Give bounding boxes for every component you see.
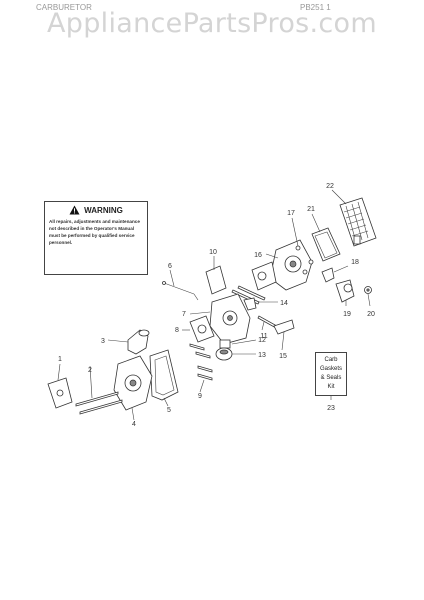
callout-17: 17 [287, 210, 295, 217]
part-6-rod[interactable] [162, 281, 199, 301]
callout-7: 7 [182, 311, 186, 318]
warning-box: WARNING All repairs, adjustments and mai… [44, 201, 148, 275]
header-left-text: CARBURETOR [36, 3, 92, 12]
callout-14: 14 [280, 300, 288, 307]
callout-8: 8 [175, 327, 179, 334]
callout-1: 1 [58, 356, 62, 363]
callout-15: 15 [279, 353, 287, 360]
part-9-bolts[interactable] [197, 365, 213, 381]
part-3-elbow[interactable] [127, 329, 150, 355]
part-8-gasket[interactable] [189, 315, 215, 343]
part-22-filter-cover[interactable] [339, 197, 377, 247]
part-10-gasket[interactable] [205, 265, 227, 295]
callout-22: 22 [326, 183, 334, 190]
callout-13: 13 [258, 352, 266, 359]
callout-6: 6 [168, 263, 172, 270]
watermark: AppliancePartsPros.com [47, 8, 377, 39]
part-21-filter-element[interactable] [311, 227, 341, 262]
callout-18: 18 [351, 259, 359, 266]
part-15-lever[interactable] [273, 319, 295, 335]
kit-box: Carb Gaskets & Seals Kit [315, 352, 347, 396]
part-16-air-box[interactable] [251, 239, 313, 291]
warning-icon [69, 205, 80, 215]
part-19-primer-bulb[interactable] [335, 279, 355, 303]
part-4-housing[interactable] [113, 355, 153, 411]
part-17-screws[interactable] [295, 245, 314, 275]
part-20-nut[interactable] [364, 286, 372, 294]
callout-23: 23 [327, 405, 335, 412]
part-2-long-bolts[interactable] [75, 391, 123, 415]
part-5-gasket-ring[interactable] [149, 349, 179, 401]
kit-line-1: Carb [324, 357, 338, 363]
part-13-primer-cup[interactable] [215, 347, 233, 361]
callout-10: 10 [209, 249, 217, 256]
part-7-carburetor[interactable] [209, 293, 257, 345]
leader-lines [57, 189, 371, 421]
kit-line-2: Gaskets [319, 366, 342, 372]
header-right-text: PB251 1 [300, 3, 331, 12]
part-12-fitting[interactable] [219, 339, 231, 349]
kit-line-3: & Seals [320, 375, 342, 381]
kit-line-4: Kit [327, 384, 335, 390]
part-screws-small[interactable] [189, 343, 211, 359]
warning-title: WARNING [49, 205, 143, 215]
callout-3: 3 [101, 338, 105, 345]
callout-20: 20 [367, 311, 375, 318]
callout-2: 2 [88, 367, 92, 374]
callout-9: 9 [198, 393, 202, 400]
part-1-plate[interactable] [47, 377, 73, 409]
callout-21: 21 [307, 206, 315, 213]
callout-19: 19 [343, 311, 351, 318]
callout-5: 5 [167, 407, 171, 414]
callout-11: 11 [260, 333, 267, 340]
callout-12: 12 [258, 337, 266, 344]
warning-title-text: WARNING [84, 205, 123, 215]
part-18-clip[interactable] [321, 267, 335, 283]
callout-16: 16 [254, 252, 262, 259]
callout-4: 4 [132, 421, 136, 428]
warning-text: All repairs, adjustments and maintenance… [49, 219, 140, 245]
